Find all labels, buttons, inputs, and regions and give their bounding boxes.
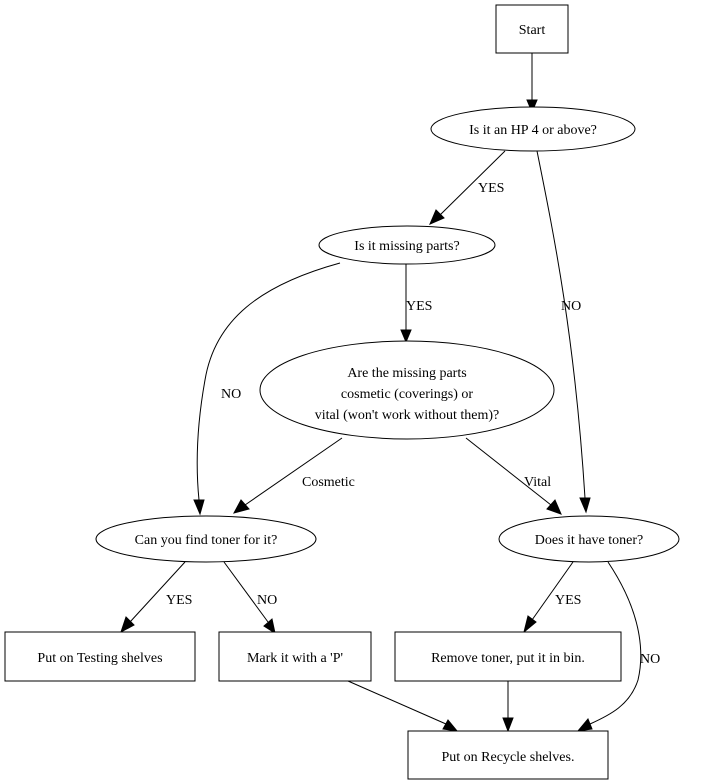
node-cosmetic-or-vital-question: Are the missing parts cosmetic (covering…	[259, 340, 555, 440]
edge-have-yes	[523, 561, 574, 634]
node-mark-p-label: Mark it with a 'P'	[247, 651, 343, 666]
node-hp4-label: Is it an HP 4 or above?	[469, 123, 597, 138]
node-have-toner-label: Does it have toner?	[535, 533, 643, 548]
node-find-toner-question: Can you find toner for it?	[95, 515, 317, 563]
edge-cosmetic	[233, 437, 343, 514]
node-mark-p: Mark it with a 'P'	[218, 631, 372, 682]
edge-remove-to-recycle	[502, 681, 514, 733]
node-recycle-shelves: Put on Recycle shelves.	[407, 730, 609, 780]
node-cosmetic-vital-line1: Are the missing parts	[347, 366, 466, 381]
node-missing-label: Is it missing parts?	[354, 239, 459, 254]
edge-hp4-no	[536, 150, 591, 514]
node-cosmetic-vital-line2: cosmetic (coverings) or	[341, 387, 474, 402]
edge-start-to-hp4	[526, 53, 538, 114]
node-find-toner-label: Can you find toner for it?	[135, 533, 278, 548]
edge-label-hp4-no: NO	[561, 299, 581, 314]
node-testing-label: Put on Testing shelves	[37, 651, 162, 666]
edge-label-cosmetic: Cosmetic	[302, 475, 355, 490]
node-hp4-question: Is it an HP 4 or above?	[430, 106, 636, 152]
edge-label-find-no: NO	[257, 593, 277, 608]
node-missing-parts-question: Is it missing parts?	[318, 225, 496, 265]
edge-label-have-no: NO	[640, 652, 660, 667]
node-start: Start	[495, 4, 569, 54]
edge-label-missing-no: NO	[221, 387, 241, 402]
edge-label-hp4-yes: YES	[478, 181, 504, 196]
edge-have-no	[576, 561, 642, 732]
node-remove-toner: Remove toner, put it in bin.	[394, 631, 622, 682]
edge-label-have-yes: YES	[555, 593, 581, 608]
edge-mark-to-recycle	[347, 680, 459, 732]
edge-label-missing-yes: YES	[406, 299, 432, 314]
edge-missing-no	[193, 262, 341, 516]
edge-label-find-yes: YES	[166, 593, 192, 608]
edge-missing-yes	[400, 262, 412, 344]
node-have-toner-question: Does it have toner?	[498, 515, 680, 563]
node-recycle-label: Put on Recycle shelves.	[442, 750, 575, 765]
edge-find-yes	[120, 561, 186, 634]
edge-find-no	[223, 561, 276, 635]
node-testing-shelves: Put on Testing shelves	[4, 631, 196, 682]
edge-vital	[465, 437, 562, 515]
node-start-label: Start	[519, 23, 546, 38]
edge-label-vital: Vital	[524, 475, 551, 490]
node-cosmetic-vital-line3: vital (won't work without them)?	[315, 408, 500, 423]
node-remove-toner-label: Remove toner, put it in bin.	[431, 651, 585, 666]
edge-hp4-yes	[429, 150, 506, 225]
